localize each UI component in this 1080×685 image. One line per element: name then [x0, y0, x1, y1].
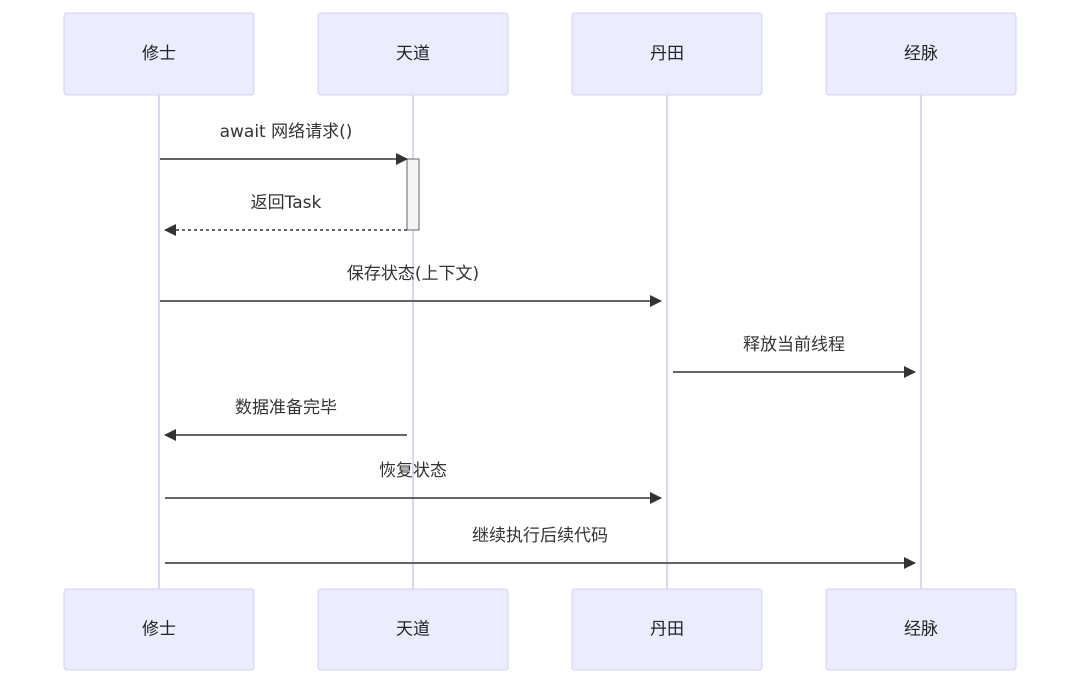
actor-box	[825, 588, 1017, 671]
actor-top-p3: 丹田	[571, 12, 763, 96]
actor-top-p2: 天道	[317, 12, 509, 96]
activation-bar	[406, 158, 420, 231]
message-3: 保存状态(上下文)	[160, 264, 662, 307]
message-label: 保存状态(上下文)	[347, 264, 479, 284]
actor-label: 经脉	[904, 620, 938, 640]
message-1: await 网络请求()	[160, 122, 408, 165]
actor-box	[63, 12, 255, 96]
message-2: 返回Task	[164, 193, 407, 236]
actor-label: 天道	[396, 620, 430, 640]
actor-box	[571, 12, 763, 96]
message-4: 释放当前线程	[673, 335, 916, 378]
actor-box	[317, 12, 509, 96]
actor-label: 经脉	[904, 44, 938, 64]
actor-box	[571, 588, 763, 671]
actor-bottom-p2: 天道	[317, 588, 509, 671]
message-label: 释放当前线程	[743, 335, 845, 355]
actor-top-p1: 修士	[63, 12, 255, 96]
actor-label: 修士	[142, 44, 176, 64]
actor-top-p4: 经脉	[825, 12, 1017, 96]
message-label: 继续执行后续代码	[472, 526, 608, 546]
actor-box	[825, 12, 1017, 96]
actor-box	[63, 588, 255, 671]
actor-label: 丹田	[650, 44, 684, 64]
actor-label: 天道	[396, 44, 430, 64]
actor-label: 丹田	[650, 620, 684, 640]
message-6: 恢复状态	[165, 461, 662, 504]
message-7: 继续执行后续代码	[165, 526, 916, 569]
actor-bottom-p3: 丹田	[571, 588, 763, 671]
message-5: 数据准备完毕	[164, 398, 407, 441]
actor-bottom-p1: 修士	[63, 588, 255, 671]
message-label: 返回Task	[251, 193, 322, 213]
actor-box	[317, 588, 509, 671]
message-label: await 网络请求()	[220, 122, 353, 142]
message-label: 数据准备完毕	[235, 398, 337, 418]
actor-label: 修士	[142, 620, 176, 640]
message-label: 恢复状态	[379, 461, 447, 481]
actor-bottom-p4: 经脉	[825, 588, 1017, 671]
